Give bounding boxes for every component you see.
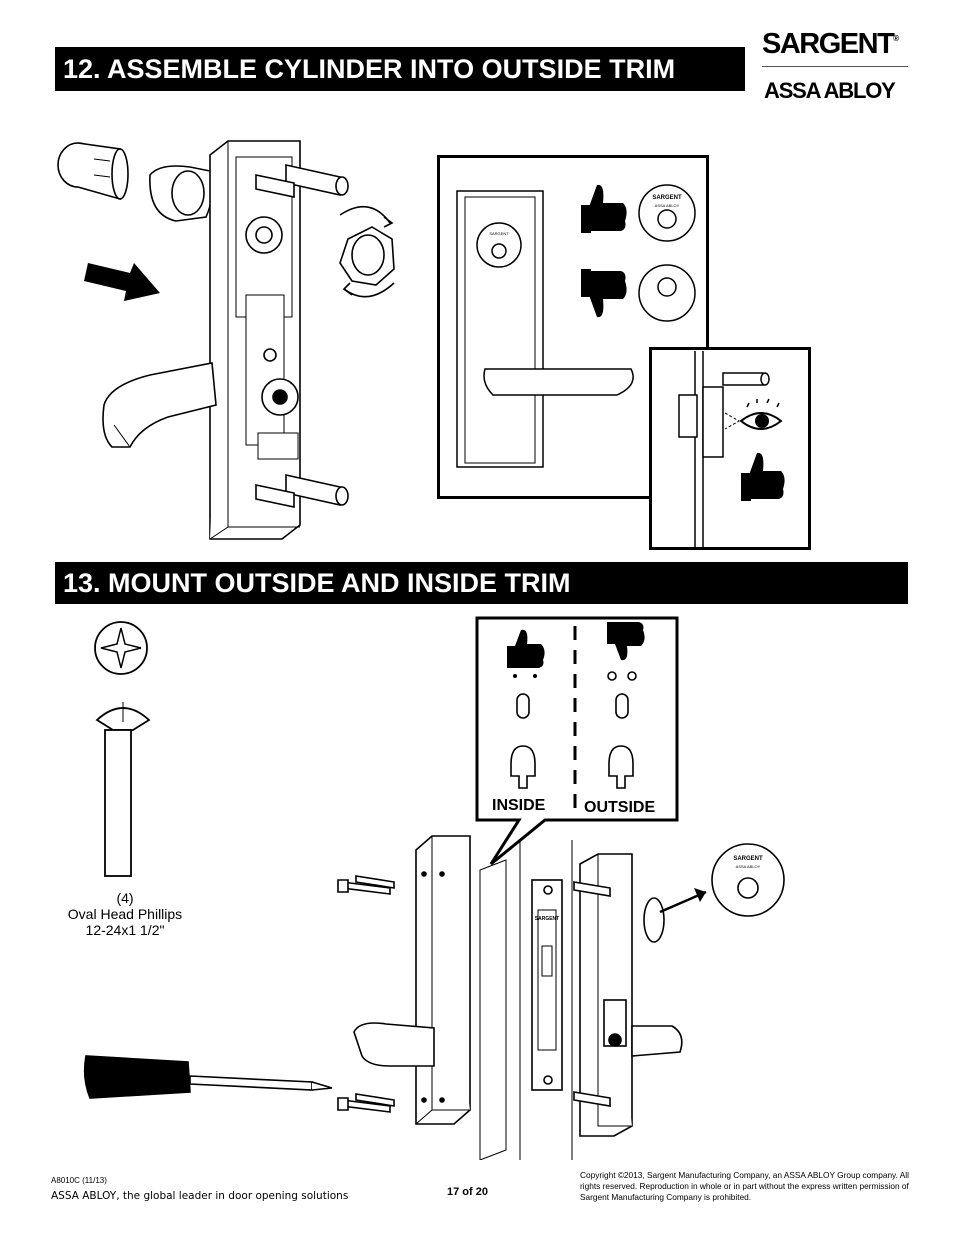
step-12-title: 12. ASSEMBLE CYLINDER INTO OUTSIDE TRIM — [55, 47, 745, 91]
mounting-stud-icon — [255, 164, 349, 508]
lever-handle-icon — [102, 362, 217, 448]
thumbs-down-icon — [581, 269, 627, 318]
outside-label: OUTSIDE — [584, 799, 656, 816]
mortise-cylinder-icon — [57, 142, 129, 201]
screwdriver-icon — [83, 1055, 333, 1099]
cylinder-ring-nut-icon — [339, 205, 395, 298]
inside-trim-plate — [415, 835, 471, 1125]
screw-type: Oval Head Phillips — [67, 906, 183, 922]
thumbs-up-icon — [741, 452, 785, 501]
logo-divider — [762, 66, 908, 67]
document-code: A8010C (11/13) — [51, 1176, 107, 1185]
thumbs-down-icon — [607, 622, 645, 661]
svg-text:ASSA ABLOY: ASSA ABLOY — [736, 864, 761, 869]
door-edge — [479, 840, 573, 1160]
svg-text:ASSA ABLOY: ASSA ABLOY — [655, 203, 680, 208]
cylinder-orientation-detail: SARGENT SARGENT ASSA ABLOY — [437, 155, 709, 499]
screw-head-icon — [94, 621, 148, 675]
blocking-ring-icon — [149, 165, 214, 222]
assa-abloy-logo: ASSA ABLOY — [764, 78, 896, 103]
trim-orientation-callout — [475, 616, 679, 866]
oval-head-screw-icon — [95, 702, 151, 877]
page-number: 17 of 20 — [447, 1186, 488, 1198]
inside-lever-icon — [353, 1022, 435, 1067]
thumbs-up-icon — [581, 184, 627, 233]
outside-trim-plate — [573, 853, 683, 1137]
screw-spec-label: (4) Oval Head Phillips 12-24x1 1/2" — [40, 890, 210, 938]
svg-text:SARGENT: SARGENT — [652, 195, 682, 201]
cylinder-depth-detail — [649, 347, 811, 550]
footer-tagline: ASSA ABLOY, the global leader in door op… — [51, 1190, 349, 1202]
cylinder-face-brand: SARGENT — [489, 231, 509, 236]
insert-arrow-icon — [84, 263, 160, 301]
inside-label: INSIDE — [492, 797, 546, 814]
sargent-logo: SARGENT® — [762, 28, 900, 60]
faceplate-brand: SARGENT — [535, 916, 559, 922]
mounting-screws-icon — [337, 875, 395, 1113]
screw-size: 12-24x1 1/2" — [85, 922, 165, 938]
screw-quantity: (4) — [116, 890, 134, 906]
copyright-notice: Copyright ©2013, Sargent Manufacturing C… — [580, 1170, 909, 1202]
step-13-title: 13. MOUNT OUTSIDE AND INSIDE TRIM — [55, 562, 908, 604]
outside-escutcheon — [209, 140, 301, 540]
cylinder-assembly-illustration — [57, 140, 395, 540]
svg-text:SARGENT: SARGENT — [733, 856, 763, 862]
thumbs-up-icon — [507, 629, 545, 668]
eye-icon — [724, 398, 783, 430]
trim-mounting-illustration: SARGENT SARGENT ASSA ABLOY — [83, 835, 785, 1160]
